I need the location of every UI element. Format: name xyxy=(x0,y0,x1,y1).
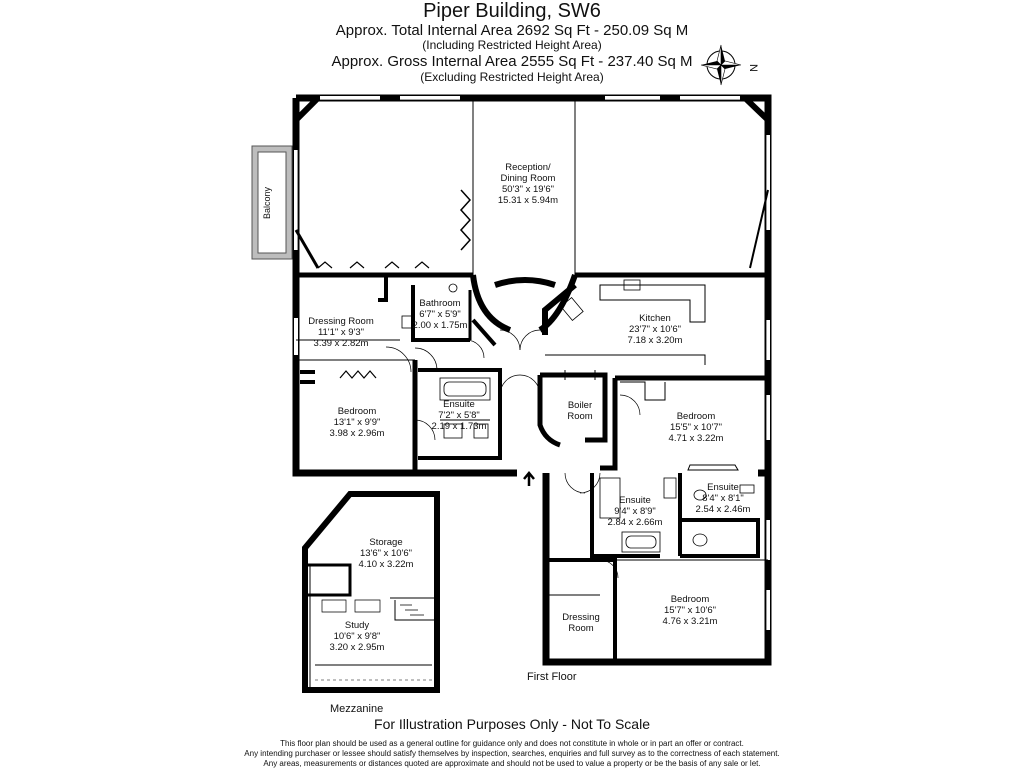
compass-north-label: N xyxy=(746,64,759,72)
plan-title: Piper Building, SW6 xyxy=(423,0,601,22)
compass-icon xyxy=(700,44,742,86)
total-area: Approx. Total Internal Area 2692 Sq Ft -… xyxy=(335,22,689,39)
total-area-note: (Including Restricted Height Area) xyxy=(422,38,602,52)
disclaimer-line-3: Any areas, measurements or distances quo… xyxy=(263,759,761,768)
first-floor-label: First Floor xyxy=(527,671,577,683)
disclaimer: This floor plan should be used as a gene… xyxy=(0,739,1024,769)
room-reception: Reception/Dining Room 50'3" x 19'6"15.31… xyxy=(497,162,559,206)
mezzanine-label: Mezzanine xyxy=(330,703,384,715)
gross-area-note: (Excluding Restricted Height Area) xyxy=(420,70,604,84)
gross-area: Approx. Gross Internal Area 2555 Sq Ft -… xyxy=(331,53,693,70)
illustration-note: For Illustration Purposes Only - Not To … xyxy=(374,716,650,732)
balcony-label: Balcony xyxy=(262,186,272,220)
disclaimer-line-1: This floor plan should be used as a gene… xyxy=(280,739,744,748)
disclaimer-line-2: Any intending purchaser or lessee should… xyxy=(244,749,780,758)
